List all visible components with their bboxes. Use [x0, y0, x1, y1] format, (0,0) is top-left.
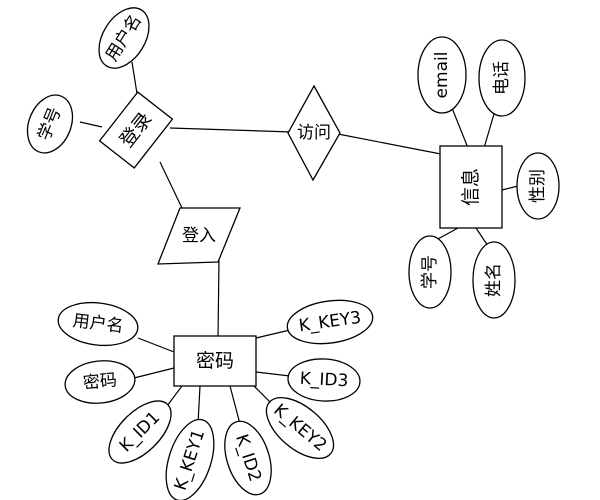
- attr-pw-kid2: K_ID2: [224, 420, 272, 496]
- line-pw-username: [137, 337, 175, 353]
- attr-info-phone-label: 电话: [492, 61, 512, 95]
- line-login-visit: [169, 127, 293, 133]
- entity-password: 密码: [173, 335, 257, 387]
- relation-visit: 访问: [287, 84, 341, 182]
- attr-pw-kkey3: K_KEY3: [286, 299, 374, 345]
- line-info-studentid: [435, 227, 459, 241]
- relation-signin-label: 登入: [182, 226, 216, 246]
- line-info-gender: [501, 185, 519, 191]
- line-info-phone: [483, 113, 495, 149]
- attr-pw-password-label: 密码: [82, 370, 118, 393]
- entity-info: 信息: [439, 145, 503, 229]
- line-info-name: [475, 227, 489, 247]
- attr-info-name: 姓名: [472, 241, 516, 319]
- attr-info-name-label: 姓名: [484, 263, 504, 297]
- line-signin-password: [217, 257, 220, 341]
- attr-info-email-label: email: [432, 52, 452, 99]
- attr-pw-password: 密码: [64, 360, 136, 404]
- attr-info-studentid-label: 学号: [420, 255, 440, 289]
- attr-login-username: 用户名: [98, 7, 150, 69]
- attr-pw-kid3-label: K_ID3: [299, 369, 349, 392]
- relation-visit-label: 访问: [297, 123, 331, 143]
- line-info-email: [451, 107, 469, 149]
- attr-info-phone: 电话: [478, 39, 526, 117]
- line-login-signin: [159, 161, 183, 209]
- relation-signin: 登入: [157, 207, 241, 265]
- entity-info-label: 信息: [460, 168, 482, 206]
- line-pw-kkey3: [255, 329, 291, 339]
- attr-info-studentid: 学号: [408, 235, 452, 309]
- line-visit-info: [337, 133, 447, 156]
- attr-info-gender: 性别: [516, 152, 560, 220]
- line-pw-password: [133, 367, 175, 379]
- attr-info-gender-label: 性别: [528, 169, 548, 203]
- line-login-studentid: [79, 121, 103, 128]
- attr-pw-username: 用户名: [57, 301, 139, 347]
- line-pw-kid3: [255, 371, 291, 377]
- attr-pw-kid3: K_ID3: [287, 358, 361, 402]
- attr-pw-kkey1: K_KEY1: [165, 418, 215, 500]
- entity-password-label: 密码: [196, 350, 234, 372]
- entity-login: 登录: [98, 91, 174, 169]
- line-pw-kkey1: [197, 385, 201, 425]
- attr-login-studentid: 学号: [26, 94, 74, 154]
- attr-info-email: email: [417, 36, 467, 114]
- line-pw-kid2: [229, 385, 241, 425]
